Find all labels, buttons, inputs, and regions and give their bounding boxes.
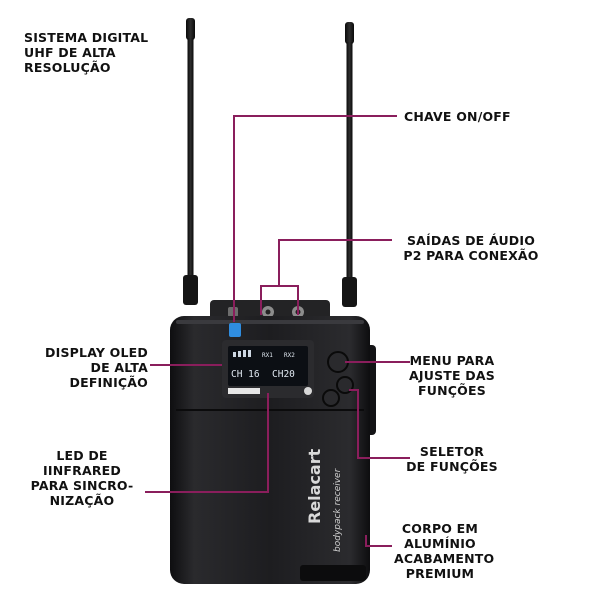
selector-button-down[interactable] bbox=[322, 389, 340, 407]
device-body bbox=[170, 316, 370, 584]
oled-display: RX1 RX2 CH 16 CH20 bbox=[222, 340, 314, 398]
device-subtitle: bodypack receiver bbox=[333, 468, 343, 552]
screen-rx2: RX2 bbox=[284, 352, 295, 359]
label-system: SISTEMA DIGITAL UHF DE ALTA RESOLUÇÃO bbox=[24, 30, 149, 75]
callout-lines bbox=[145, 115, 410, 547]
left-antenna bbox=[183, 18, 198, 305]
brand-logo-text: Relacart bbox=[305, 448, 324, 524]
screen-rx1: RX1 bbox=[262, 352, 273, 359]
screen-ch2: CH20 bbox=[272, 369, 295, 380]
label-display: DISPLAY OLED DE ALTA DEFINIÇÃO bbox=[45, 345, 148, 390]
label-menu: MENU PARA AJUSTE DAS FUNÇÕES bbox=[409, 353, 495, 398]
screen-ch1: CH 16 bbox=[231, 369, 260, 380]
label-audio: SAÍDAS DE ÁUDIO P2 PARA CONEXÃO bbox=[403, 233, 539, 263]
label-body: CORPO EM ALUMÍNIO ACABAMENTO PREMIUM bbox=[394, 521, 495, 581]
label-selector: SELETOR DE FUNÇÕES bbox=[406, 444, 498, 474]
label-led: LED DE IINFRARED PARA SINCRO- NIZAÇÃO bbox=[30, 448, 134, 508]
right-antenna bbox=[342, 22, 357, 307]
power-switch[interactable] bbox=[229, 323, 241, 337]
label-power: CHAVE ON/OFF bbox=[404, 109, 511, 124]
ir-led bbox=[304, 387, 312, 395]
